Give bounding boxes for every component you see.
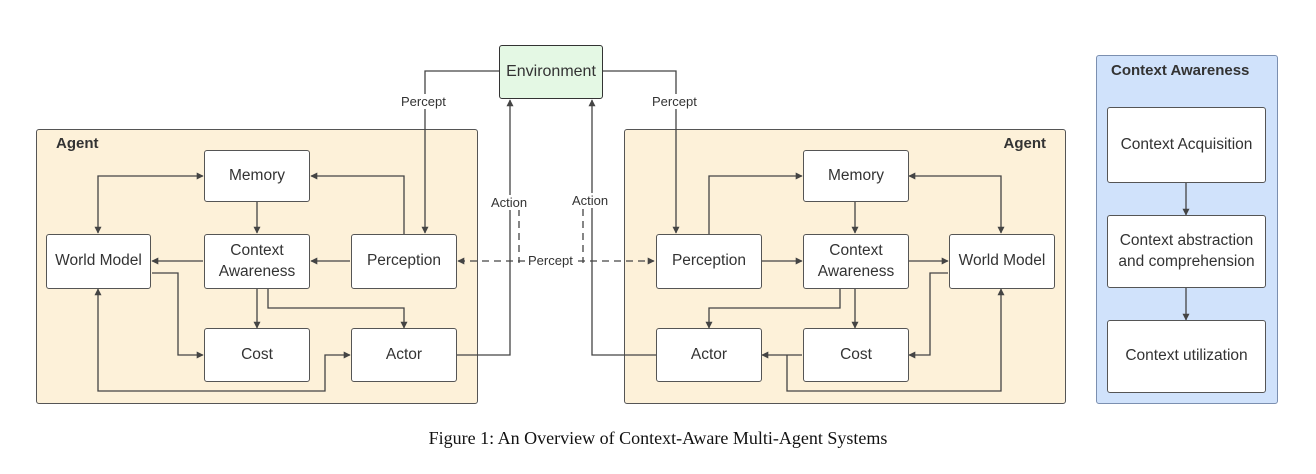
left-perception-node: Perception — [351, 234, 457, 289]
edge-right-actor-to-env — [588, 99, 656, 356]
right-world-model-node: World Model — [949, 234, 1055, 289]
label-percept-right: Percept — [650, 94, 699, 109]
edge-env-to-right-perception — [603, 70, 680, 234]
label-action-left: Action — [489, 195, 530, 210]
right-memory-node: Memory — [803, 150, 909, 202]
edge-l-memory-worldmodel — [94, 172, 204, 234]
edge-r-worldmodel-cost — [908, 272, 948, 359]
edge-env-to-left-perception — [421, 70, 499, 234]
right-cost-node: Cost — [803, 328, 909, 382]
right-actor-node: Actor — [656, 328, 762, 382]
edge-l-worldmodel-cost — [152, 272, 204, 359]
left-cost-node: Cost — [204, 328, 310, 382]
edge-left-actor-to-env — [456, 99, 514, 356]
right-context-awareness-node: Context Awareness — [803, 234, 909, 289]
figure-caption: Figure 1: An Overview of Context-Aware M… — [428, 428, 888, 448]
environment-node: Environment — [499, 45, 603, 99]
edge-r-perception-memory — [708, 172, 803, 234]
context-abstraction-step: Context abstraction and comprehension — [1107, 215, 1266, 288]
left-actor-node: Actor — [351, 328, 457, 382]
label-percept-middle: Percept — [526, 253, 575, 268]
edge-l-ca-actor — [267, 289, 408, 329]
right-agent-title: Agent — [1003, 135, 1047, 152]
edge-r-ca-actor — [705, 289, 841, 329]
label-action-right: Action — [570, 193, 611, 208]
context-acquisition-step: Context Acquisition — [1107, 107, 1266, 183]
edge-l-loop-worldmodel-actor — [94, 288, 351, 392]
context-utilization-step: Context utilization — [1107, 320, 1266, 393]
edge-r-loop-worldmodel-actor — [786, 288, 1005, 392]
edge-l-perception-memory — [310, 172, 405, 234]
left-memory-node: Memory — [204, 150, 310, 202]
edge-r-memory-worldmodel — [908, 172, 1005, 234]
left-context-awareness-node: Context Awareness — [204, 234, 310, 289]
left-world-model-node: World Model — [46, 234, 151, 289]
left-agent-title: Agent — [56, 135, 99, 152]
context-awareness-panel-title: Context Awareness — [1111, 62, 1250, 79]
label-percept-left: Percept — [399, 94, 448, 109]
right-perception-node: Perception — [656, 234, 762, 289]
